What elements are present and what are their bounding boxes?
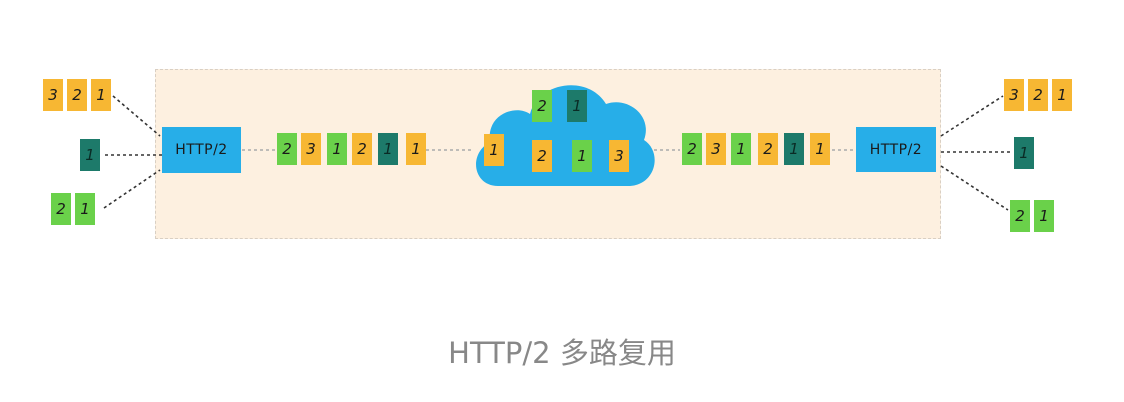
cloud-frame: 1	[484, 134, 504, 166]
right-queue-frame: 1	[784, 133, 804, 165]
left-stream-frame: 1	[91, 79, 111, 111]
right-stream-frame: 1	[1014, 137, 1034, 169]
left-queue-frame: 1	[327, 133, 347, 165]
right-queue-frame: 1	[731, 133, 751, 165]
left-queue-frame: 1	[378, 133, 398, 165]
right-http2-node: HTTP/2	[856, 127, 936, 172]
left-queue-frame: 1	[406, 133, 426, 165]
left-stream-frame: 2	[51, 193, 71, 225]
right-queue-frame: 2	[682, 133, 702, 165]
left-stream-frame: 1	[75, 193, 95, 225]
network-cloud-icon	[476, 85, 655, 186]
right-stream-frame: 2	[1028, 79, 1048, 111]
right-stream-frame: 1	[1034, 200, 1054, 232]
left-queue-frame: 2	[277, 133, 297, 165]
right-stream-frame: 2	[1010, 200, 1030, 232]
left-stream-frame: 2	[67, 79, 87, 111]
left-stream-frame: 1	[80, 139, 100, 171]
right-stream-frame: 1	[1052, 79, 1072, 111]
left-queue-frame: 3	[301, 133, 321, 165]
cloud-frame: 2	[532, 140, 552, 172]
right-stream-frame: 3	[1004, 79, 1024, 111]
cloud-frame: 1	[572, 140, 592, 172]
left-http2-node: HTTP/2	[162, 127, 241, 173]
right-queue-frame: 2	[758, 133, 778, 165]
right-queue-frame: 3	[706, 133, 726, 165]
left-stream-frame: 3	[43, 79, 63, 111]
cloud-frame: 1	[567, 90, 587, 122]
cloud-frame: 3	[609, 140, 629, 172]
cloud-frame: 2	[532, 90, 552, 122]
diagram-caption: HTTP/2 多路复用	[448, 336, 676, 370]
right-queue-frame: 1	[810, 133, 830, 165]
left-queue-frame: 2	[352, 133, 372, 165]
